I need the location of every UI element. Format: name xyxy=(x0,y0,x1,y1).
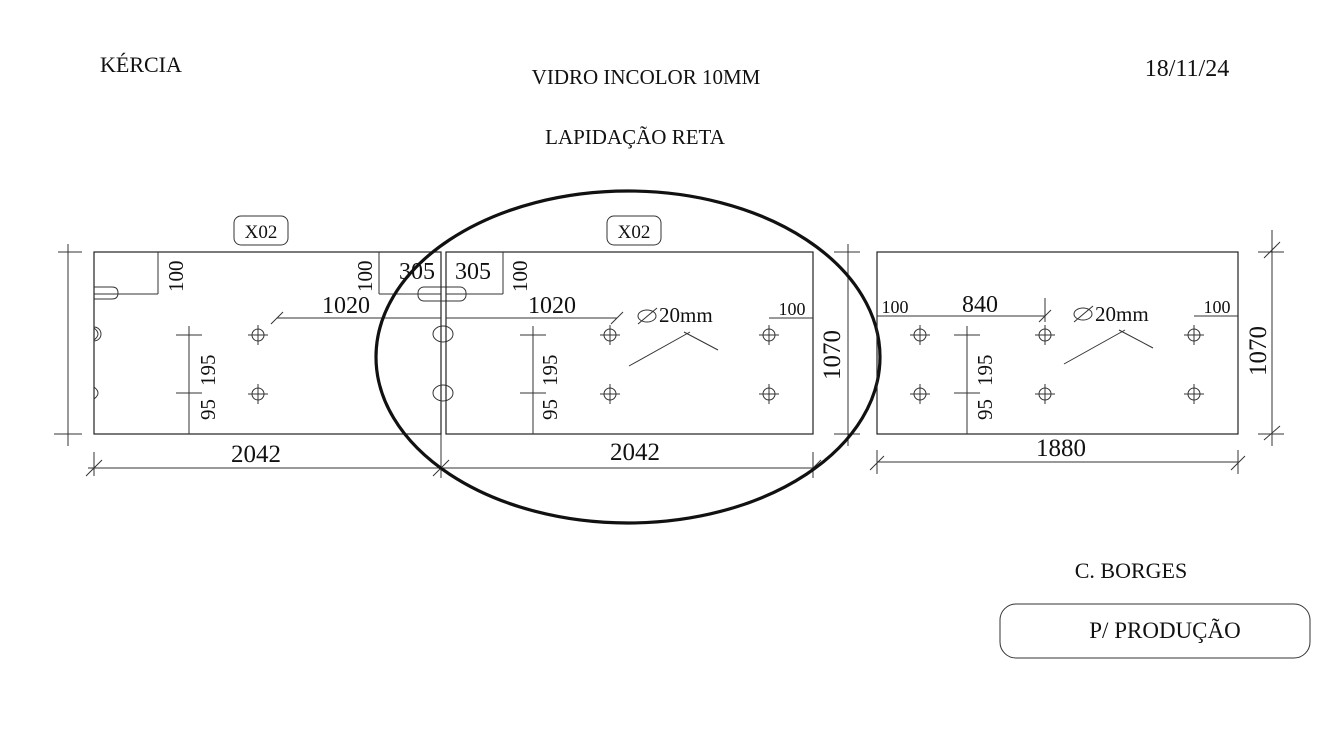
dim-100-right-left: 100 xyxy=(882,297,909,317)
panel-right: 100 840 100 195 95 xyxy=(869,230,1284,474)
panel-left-outline xyxy=(93,251,442,435)
hole-mid-1 xyxy=(600,325,620,345)
qty-label-mid: X02 xyxy=(618,222,651,243)
panel-left: X02 100 195 95 1020 100 305 xyxy=(54,215,442,477)
hole-mid-3 xyxy=(759,325,779,345)
dim-100-right-right: 100 xyxy=(1204,297,1231,317)
panel-mid: X02 305 100 1020 195 95 xyxy=(441,215,860,478)
author-name: C. BORGES xyxy=(1075,558,1187,583)
status-label: P/ PRODUÇÃO xyxy=(1089,618,1240,643)
dim-100-left-notch: 100 xyxy=(353,261,377,293)
material-title: VIDRO INCOLOR 10MM xyxy=(532,65,761,89)
hole-left-1 xyxy=(248,325,268,345)
dim-95-left: 95 xyxy=(196,399,220,420)
hole-left-2 xyxy=(248,384,268,404)
client-name: KÉRCIA xyxy=(100,52,182,77)
drawing-date: 18/11/24 xyxy=(1145,56,1229,82)
dim-100-mid-right: 100 xyxy=(779,299,806,319)
dim-1880-right: 1880 xyxy=(1036,435,1086,462)
diameter-note-right: 20mm xyxy=(1063,302,1154,365)
edge-hole-seam-upper xyxy=(432,325,454,343)
hole-diameter-right: 20mm xyxy=(1095,302,1149,326)
dim-95-mid: 95 xyxy=(538,399,562,420)
diameter-symbol-icon xyxy=(1073,307,1093,321)
dim-195-right: 195 xyxy=(973,355,997,387)
diameter-note-mid: 20mm xyxy=(628,303,719,367)
panel-mid-outline xyxy=(445,251,814,435)
hole-right-6 xyxy=(1184,384,1204,404)
dim-100-mid-notch: 100 xyxy=(508,261,532,293)
dim-1020-mid: 1020 xyxy=(528,293,576,319)
hole-right-4 xyxy=(1035,384,1055,404)
dim-100-left-top: 100 xyxy=(164,261,188,293)
dim-840-right: 840 xyxy=(962,292,998,318)
dim-195-mid: 195 xyxy=(538,355,562,387)
dim-305-mid: 305 xyxy=(455,259,491,285)
dim-195-left: 195 xyxy=(196,355,220,387)
qty-badge-left xyxy=(233,215,289,246)
edge-hole-seam-lower xyxy=(432,384,454,402)
dim-2042-left: 2042 xyxy=(231,441,281,468)
dim-1070-mid: 1070 xyxy=(819,330,846,380)
hole-right-3 xyxy=(1035,325,1055,345)
hole-mid-2 xyxy=(600,384,620,404)
panel-right-outline xyxy=(876,251,1239,435)
notch-top-left xyxy=(94,286,119,300)
diameter-symbol-icon xyxy=(637,309,657,323)
dim-95-right: 95 xyxy=(973,399,997,420)
finish-subtitle: LAPIDAÇÃO RETA xyxy=(545,125,726,149)
dim-1020-left: 1020 xyxy=(322,293,370,319)
dim-2042-mid: 2042 xyxy=(610,439,660,466)
qty-label-left: X02 xyxy=(245,222,278,243)
hole-right-5 xyxy=(1184,325,1204,345)
edge-hole-left-upper xyxy=(93,327,99,341)
hole-diameter-mid: 20mm xyxy=(659,303,713,327)
dim-1070-right: 1070 xyxy=(1245,326,1272,376)
highlight-ellipse xyxy=(374,189,882,525)
hole-mid-4 xyxy=(759,384,779,404)
hole-right-1 xyxy=(910,325,930,345)
hole-right-2 xyxy=(910,384,930,404)
seam-junction xyxy=(417,286,467,478)
status-box xyxy=(999,603,1311,659)
edge-hole-left-lower xyxy=(93,386,99,400)
qty-badge-mid xyxy=(606,215,662,246)
